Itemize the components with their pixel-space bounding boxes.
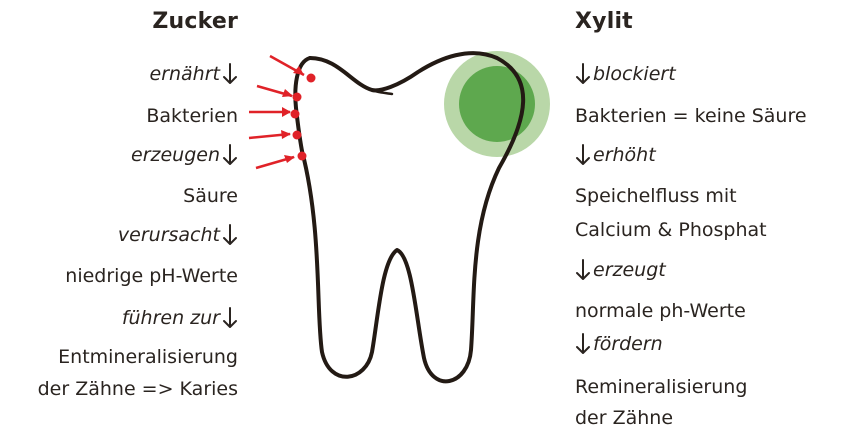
xylitol-verb-2: erhöht	[593, 144, 656, 166]
sugar-result-4-line-1: Entmineralisierung	[58, 345, 238, 369]
xylitol-result-3: normale ph-Werte	[575, 299, 746, 323]
green-circle-icon	[444, 51, 550, 157]
down-arrow-icon	[222, 306, 238, 330]
xylitol-verb-3: erzeugt	[593, 259, 666, 281]
sugar-step-1-verb-row: ernährt	[150, 62, 239, 86]
xylitol-title: Xylit	[575, 10, 633, 34]
down-arrow-icon	[222, 62, 238, 86]
sugar-step-2-verb-row: erzeugen	[131, 143, 238, 167]
xylitol-result-1: Bakterien = keine Säure	[575, 104, 807, 128]
down-arrow-icon	[575, 332, 591, 356]
sugar-verb-1: ernährt	[150, 63, 221, 85]
sugar-result-1: Bakterien	[146, 104, 238, 128]
down-arrow-icon	[222, 223, 238, 247]
tooth-illustration	[240, 0, 575, 432]
xylitol-result-2-line-1: Speichelfluss mit	[575, 184, 737, 208]
xylitol-result-2-line-2: Calcium & Phosphat	[575, 218, 767, 242]
sugar-verb-4: führen zur	[122, 307, 220, 329]
sugar-verb-2: erzeugen	[131, 144, 220, 166]
sugar-result-3: niedrige pH-Werte	[65, 264, 238, 288]
xylitol-step-3-verb-row: erzeugt	[575, 258, 666, 282]
xylitol-result-4-line-2: der Zähne	[575, 406, 673, 430]
down-arrow-icon	[575, 143, 591, 167]
xylitol-verb-1: blockiert	[593, 63, 676, 85]
xylitol-step-2-verb-row: erhöht	[575, 143, 656, 167]
sugar-step-4-verb-row: führen zur	[122, 306, 238, 330]
sugar-result-4-line-2: der Zähne => Karies	[38, 377, 238, 401]
down-arrow-icon	[575, 258, 591, 282]
sugar-result-2: Säure	[183, 184, 238, 208]
down-arrow-icon	[575, 62, 591, 86]
sugar-verb-3: verursacht	[118, 224, 220, 246]
xylitol-verb-4: fördern	[593, 333, 663, 355]
xylitol-step-4-verb-row: fördern	[575, 332, 663, 356]
down-arrow-icon	[222, 143, 238, 167]
sugar-step-3-verb-row: verursacht	[118, 223, 238, 247]
xylitol-step-1-verb-row: blockiert	[575, 62, 676, 86]
xylitol-result-4-line-1: Remineralisierung	[575, 375, 747, 399]
sugar-title: Zucker	[152, 10, 238, 34]
